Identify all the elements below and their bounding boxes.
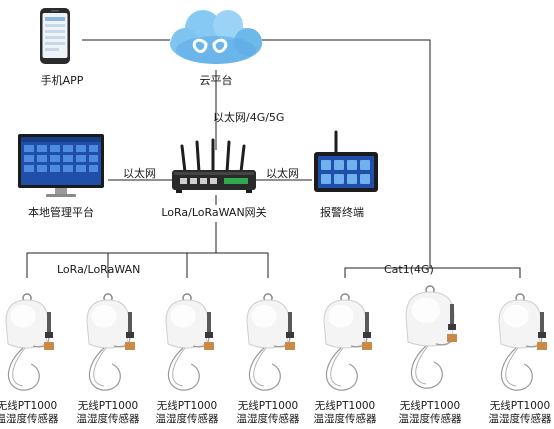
sensor-device-icon (323, 293, 372, 391)
sensor-device-icon (405, 285, 457, 389)
sensor-label-line2: 温湿度传感器 (0, 413, 59, 425)
cloud-gateway-link-label: 以太网/4G/5G (213, 111, 285, 124)
phone-icon (40, 8, 70, 64)
sensor-device-icon (86, 293, 135, 391)
sensor-label-line1: 无线PT1000 (489, 400, 551, 412)
sensor-label-line2: 温湿度传感器 (155, 413, 219, 425)
lora-bus-label: LoRa/LoRaWAN (57, 263, 141, 276)
sensor-label-line1: 无线PT1000 (399, 400, 461, 412)
cloud-label: 云平台 (199, 74, 233, 87)
gateway-icon (172, 138, 256, 193)
sensor-label-line1: 无线PT1000 (237, 400, 299, 412)
line-cloud-cat1 (262, 39, 431, 268)
sensor-device-icon (246, 293, 295, 391)
sensor-label-line1: 无线PT1000 (0, 400, 58, 412)
sensor-label-line2: 温湿度传感器 (76, 413, 140, 425)
sensor-label-line1: 无线PT1000 (156, 400, 218, 412)
sensor-device-icon (498, 293, 547, 391)
sensor-label-line1: 无线PT1000 (77, 400, 139, 412)
alarm-terminal-icon (314, 130, 378, 192)
sensor-label-line2: 温湿度传感器 (313, 413, 377, 425)
local-platform-label: 本地管理平台 (28, 206, 94, 219)
connection-lines (26, 39, 521, 278)
sensor-device-icon (165, 293, 214, 391)
phone-app-label: 手机APP (40, 74, 84, 87)
sensor-label-line2: 温湿度传感器 (398, 413, 462, 425)
gateway-alarm-link-label: 以太网 (266, 167, 299, 180)
local-gateway-link-label: 以太网 (123, 167, 156, 180)
cat1-bus-label: Cat1(4G) (384, 263, 434, 276)
sensor-group (5, 285, 547, 391)
cat1-bus-line (344, 267, 521, 278)
sensor-label-line2: 温湿度传感器 (488, 413, 552, 425)
lora-bus-line (26, 252, 269, 278)
sensor-device-icon (5, 293, 54, 391)
sensor-label-line2: 温湿度传感器 (236, 413, 300, 425)
cloud-icon (170, 10, 262, 64)
alarm-terminal-label: 报警终端 (320, 206, 364, 219)
monitor-icon (18, 134, 104, 197)
gateway-label: LoRa/LoRaWAN网关 (161, 206, 267, 219)
sensor-label-line1: 无线PT1000 (314, 400, 376, 412)
